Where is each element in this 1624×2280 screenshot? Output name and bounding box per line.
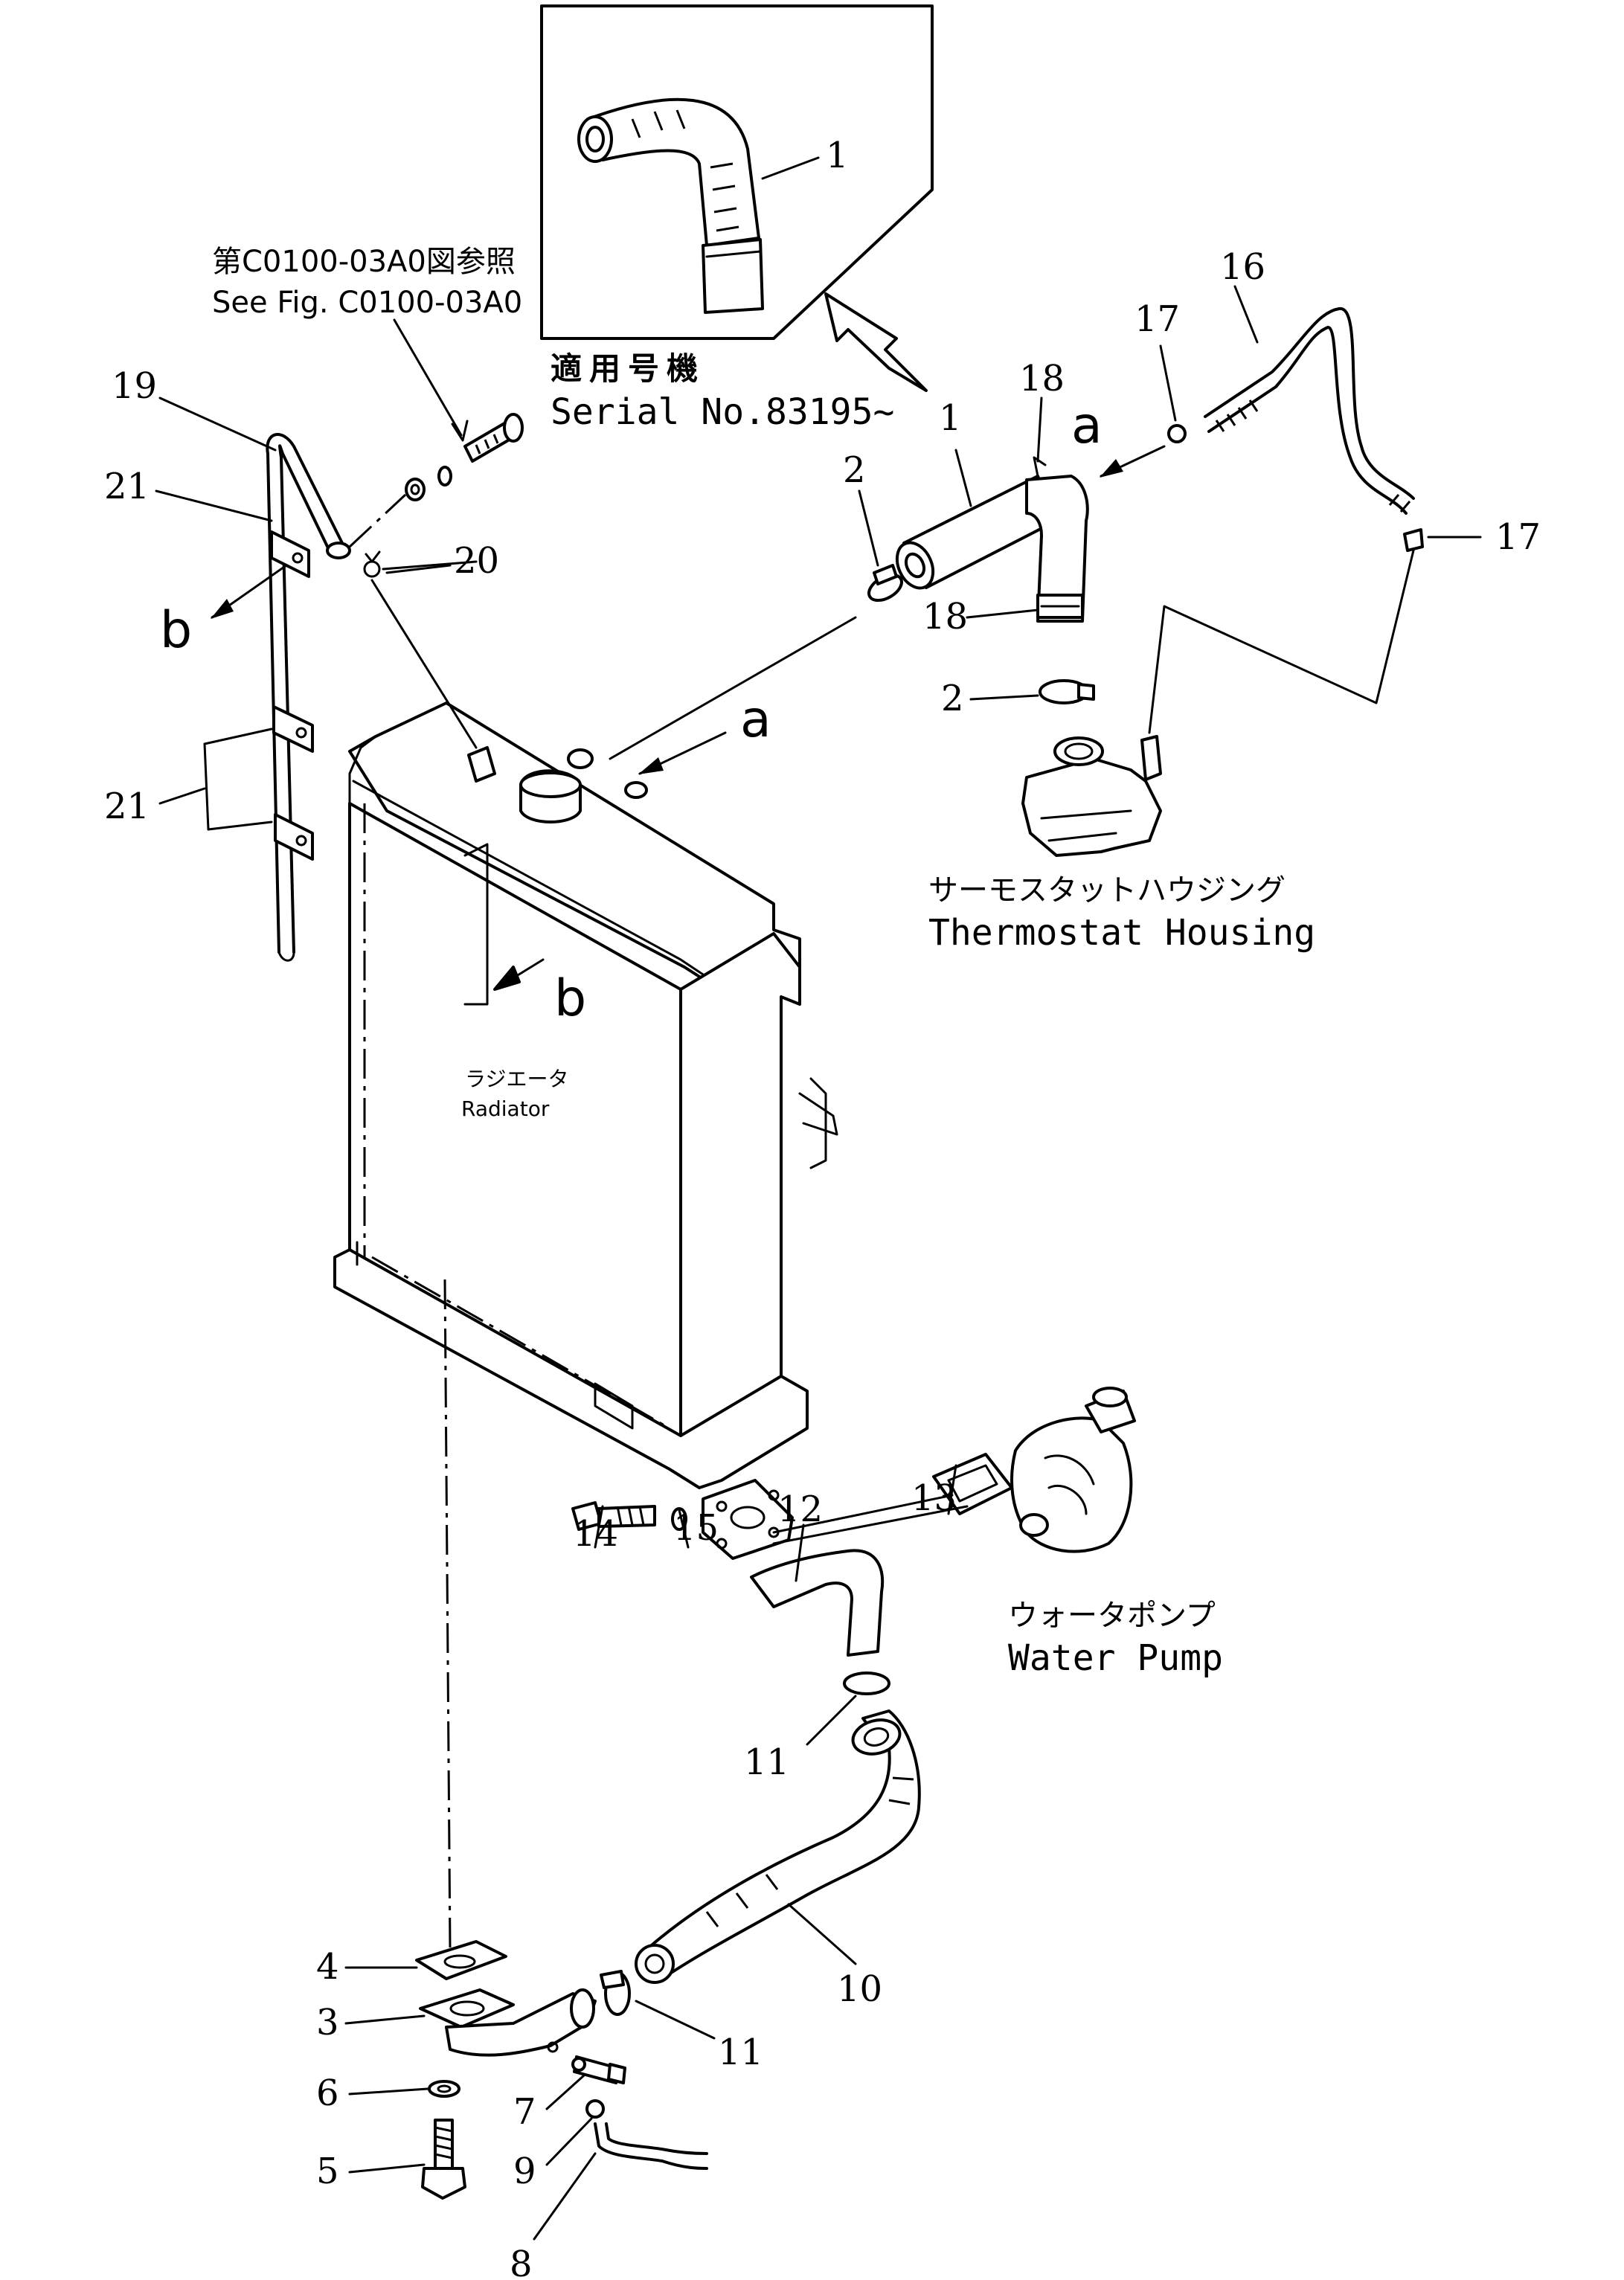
- bolt-5: [421, 2119, 466, 2200]
- hose-clamp-2-lower: [1039, 679, 1095, 704]
- clip-17-upper: [1167, 424, 1187, 443]
- part-number-1: 1: [939, 397, 962, 439]
- hose-clamp-11-lower: [600, 1970, 631, 2016]
- hose-16: [1204, 307, 1415, 515]
- serial-label-jp: 適用号機: [551, 350, 705, 387]
- view-marker-b-pipe: b: [160, 601, 192, 660]
- water-pump-label-jp: ウォータポンプ: [1008, 1599, 1216, 1633]
- gasket-4: [415, 1940, 507, 1980]
- part-number-13: 13: [911, 1477, 957, 1519]
- bolt-reference: [405, 413, 524, 501]
- part-number-5: 5: [316, 2151, 339, 2192]
- elbow-pipe-12: [702, 1479, 885, 1657]
- clamp-21-middle: [272, 705, 314, 753]
- part-number-10: 10: [837, 1968, 882, 2010]
- hose-1: [895, 475, 1058, 590]
- part-number-16: 16: [1220, 246, 1265, 288]
- inset-part-number-1: 1: [826, 135, 849, 176]
- part-number-8: 8: [510, 2244, 533, 2280]
- part-number-4: 4: [316, 1946, 339, 1988]
- radiator-label-jp: ラジエータ: [465, 1067, 568, 1091]
- part-number-17-right: 17: [1495, 516, 1541, 558]
- elbow-18: [1025, 456, 1089, 623]
- part-number-20: 20: [454, 540, 499, 582]
- reference-label-en: See Fig. C0100-03A0: [212, 286, 522, 320]
- view-marker-a-elbow: a: [1071, 396, 1103, 455]
- inset-hose-1: [577, 97, 764, 314]
- clip-17-lower: [1403, 528, 1424, 552]
- water-pump: [1010, 1387, 1136, 1553]
- part-number-6: 6: [316, 2072, 339, 2114]
- serial-label-en: Serial No.83195~: [551, 391, 894, 433]
- view-marker-a-radiator: a: [740, 690, 771, 749]
- water-pump-label-en: Water Pump: [1008, 1637, 1223, 1679]
- hose-clamp-11-upper: [843, 1672, 890, 1695]
- clip-9: [585, 2099, 605, 2119]
- fitting-7: [571, 2055, 626, 2084]
- part-number-12: 12: [777, 1489, 823, 1530]
- elbow-flange-3: [419, 1988, 597, 2057]
- part-number-18-upper: 18: [1019, 358, 1065, 399]
- washer-6: [428, 2080, 460, 2098]
- hose-10: [635, 1709, 921, 1984]
- part-number-2-lower: 2: [941, 678, 964, 719]
- part-number-19: 19: [112, 365, 157, 407]
- part-number-2-upper: 2: [843, 449, 866, 491]
- inset-pointer-arrow: [824, 292, 928, 392]
- radiator: ラジエータ Radiator: [333, 701, 838, 1489]
- inset-detail: 1: [540, 4, 934, 340]
- thermostat-label-en: Thermostat Housing: [928, 912, 1315, 954]
- hose-clamp-2-upper: [867, 564, 903, 603]
- reference-label-jp: 第C0100-03A0図参照: [212, 245, 516, 279]
- overflow-pipe-19: [266, 433, 351, 962]
- part-number-15: 15: [673, 1507, 719, 1549]
- part-number-11-lower: 11: [718, 2032, 763, 2073]
- part-number-18-lower: 18: [922, 596, 968, 638]
- part-number-3: 3: [316, 2002, 339, 2043]
- part-number-7: 7: [513, 2091, 536, 2133]
- radiator-label-en: Radiator: [461, 1096, 550, 1121]
- clamp-21-upper: [270, 530, 310, 578]
- thermostat-label-jp: サーモスタットハウジング: [928, 873, 1286, 908]
- thermostat-housing: [1021, 735, 1162, 857]
- part-number-14: 14: [573, 1513, 618, 1555]
- view-marker-b-radiator: b: [554, 969, 586, 1028]
- clamp-21-lower: [274, 813, 314, 861]
- part-number-11-upper: 11: [744, 1741, 789, 1783]
- part-number-9: 9: [513, 2151, 536, 2192]
- part-number-21-upper: 21: [104, 466, 150, 507]
- radiator-cap: [467, 746, 582, 823]
- hose-8: [594, 2122, 708, 2170]
- part-number-17-upper: 17: [1134, 298, 1180, 340]
- bolt-14: [571, 1501, 656, 1531]
- part-number-21-lower: 21: [104, 786, 150, 827]
- clip-20: [363, 550, 381, 578]
